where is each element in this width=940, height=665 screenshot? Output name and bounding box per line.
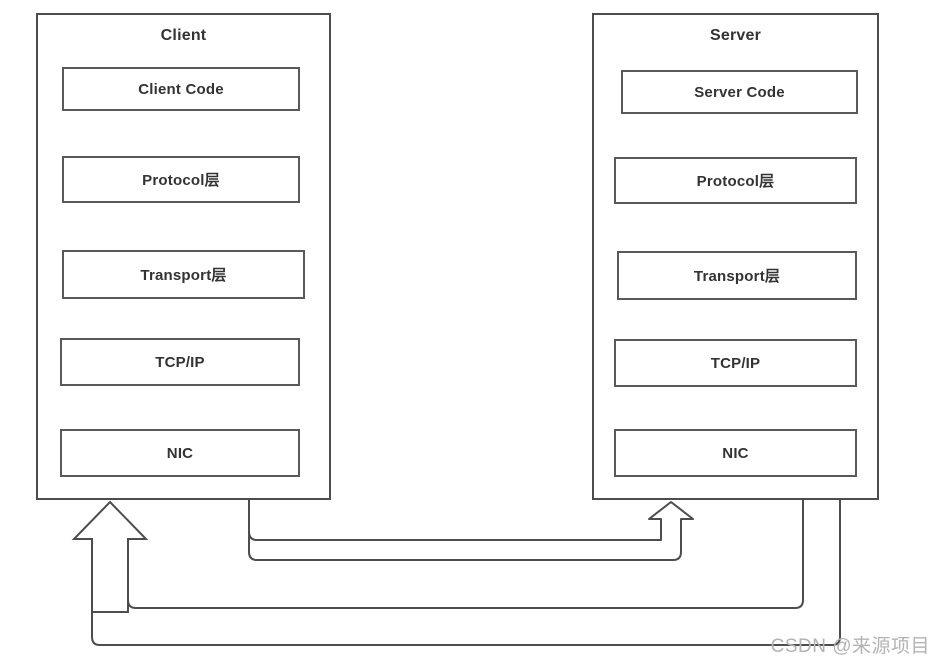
- connector-client-to-server-request: [248, 500, 694, 561]
- server-layer-nic[interactable]: NIC: [614, 429, 857, 477]
- client-layer-tcpip[interactable]: TCP/IP: [60, 338, 300, 386]
- server-layer-transport[interactable]: Transport层: [617, 251, 857, 300]
- client-layer-nic[interactable]: NIC: [60, 429, 300, 477]
- arrow-to-client-nic: [71, 500, 149, 613]
- client-layer-client-code[interactable]: Client Code: [62, 67, 300, 111]
- client-layer-protocol[interactable]: Protocol层: [62, 156, 300, 203]
- server-layer-protocol[interactable]: Protocol层: [614, 157, 857, 204]
- server-layer-server-code[interactable]: Server Code: [621, 70, 858, 114]
- client-title: Client: [160, 27, 207, 44]
- connector-server-to-client-outer: [91, 500, 841, 646]
- client-layer-transport[interactable]: Transport层: [62, 250, 305, 299]
- connector-server-to-client-inner: [127, 500, 804, 609]
- server-title: Server: [709, 27, 762, 44]
- server-layer-tcpip[interactable]: TCP/IP: [614, 339, 857, 387]
- watermark-text: CSDN @来源项目: [770, 636, 930, 657]
